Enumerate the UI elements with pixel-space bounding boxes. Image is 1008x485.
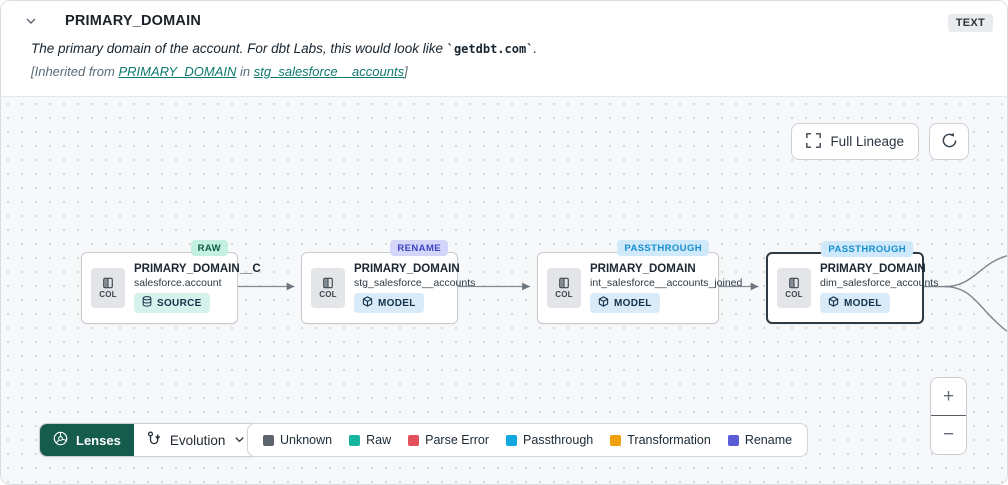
lens-aperture-icon bbox=[53, 431, 68, 449]
lineage-node-dim[interactable]: PASSTHROUGH COL PRIMARY_DOMAIN dim_sales… bbox=[766, 241, 938, 324]
node-title: PRIMARY_DOMAIN bbox=[820, 263, 926, 275]
full-lineage-button[interactable]: Full Lineage bbox=[791, 123, 919, 160]
inherited-column-link[interactable]: PRIMARY_DOMAIN bbox=[118, 64, 237, 79]
column-icon: COL bbox=[777, 268, 811, 308]
column-class-badge: PASSTHROUGH bbox=[821, 241, 913, 257]
lineage-toolbar: Full Lineage bbox=[791, 123, 969, 160]
database-icon bbox=[142, 296, 152, 310]
node-title: PRIMARY_DOMAIN bbox=[354, 263, 460, 275]
full-lineage-label: Full Lineage bbox=[830, 134, 904, 149]
column-class-badge: RENAME bbox=[390, 240, 448, 256]
node-subtitle: salesforce.account bbox=[134, 277, 222, 289]
inherited-model-link[interactable]: stg_salesforce__accounts bbox=[253, 64, 405, 79]
refresh-icon bbox=[941, 132, 958, 152]
node-subtitle: int_salesforce__accounts_joined bbox=[590, 277, 743, 289]
node-subtitle: stg_salesforce__accounts bbox=[354, 277, 476, 289]
inline-code: `getdbt.com` bbox=[446, 42, 534, 56]
legend-swatch bbox=[408, 434, 420, 446]
column-title: PRIMARY_DOMAIN bbox=[65, 13, 201, 29]
legend-item: Raw bbox=[349, 433, 391, 447]
legend-swatch bbox=[727, 434, 739, 446]
column-description: The primary domain of the account. For d… bbox=[31, 41, 538, 56]
column-icon: COL bbox=[91, 268, 125, 308]
resource-type-badge: SOURCE bbox=[134, 293, 210, 313]
model-cube-icon bbox=[828, 296, 839, 310]
legend-item: Parse Error bbox=[408, 433, 489, 447]
legend-swatch bbox=[610, 434, 622, 446]
legend-item: Unknown bbox=[263, 433, 332, 447]
lenses-control: Lenses Evolution bbox=[39, 423, 260, 457]
column-class-badge: RAW bbox=[190, 240, 228, 256]
column-icon: COL bbox=[311, 268, 345, 308]
column-icon: COL bbox=[547, 268, 581, 308]
evolution-icon bbox=[147, 431, 161, 449]
chevron-down-icon bbox=[234, 433, 245, 448]
lineage-node-intermediate[interactable]: PASSTHROUGH COL PRIMARY_DOMAIN int_sales… bbox=[537, 240, 742, 324]
legend-swatch bbox=[263, 434, 274, 446]
lineage-edges bbox=[237, 255, 1007, 332]
lenses-button[interactable]: Lenses bbox=[40, 424, 134, 456]
legend-item: Transformation bbox=[610, 433, 711, 447]
node-title: PRIMARY_DOMAIN bbox=[590, 263, 696, 275]
lineage-node-staging[interactable]: RENAME COL PRIMARY_DOMAIN stg_salesforce… bbox=[301, 240, 475, 324]
lineage-node-source[interactable]: RAW COL PRIMARY_DOMAIN__C salesforce.acc… bbox=[81, 240, 261, 324]
column-header: PRIMARY_DOMAIN TEXT The primary domain o… bbox=[1, 1, 1007, 96]
lineage-legend: Unknown Raw Parse Error Passthrough Tran… bbox=[247, 423, 809, 457]
node-subtitle: dim_salesforce_accounts bbox=[820, 277, 939, 289]
legend-item: Rename bbox=[727, 433, 792, 447]
legend-swatch bbox=[506, 434, 518, 446]
zoom-controls: + − bbox=[930, 377, 967, 455]
lens-select-evolution[interactable]: Evolution bbox=[133, 424, 259, 456]
refresh-button[interactable] bbox=[929, 123, 969, 160]
legend-item: Passthrough bbox=[506, 433, 593, 447]
inherited-note: [Inherited from PRIMARY_DOMAIN in stg_sa… bbox=[31, 64, 408, 79]
model-cube-icon bbox=[598, 296, 609, 310]
collapse-chevron-icon[interactable] bbox=[23, 13, 39, 29]
resource-type-badge: MODEL bbox=[590, 293, 660, 313]
resource-type-badge: MODEL bbox=[820, 293, 890, 313]
zoom-out-button[interactable]: − bbox=[931, 416, 966, 454]
node-title: PRIMARY_DOMAIN__C bbox=[134, 263, 261, 275]
legend-swatch bbox=[349, 434, 361, 446]
model-cube-icon bbox=[362, 296, 373, 310]
resource-type-badge: MODEL bbox=[354, 293, 424, 313]
lineage-canvas[interactable]: Full Lineage RAW COL PRIMARY_DOMAIN__C s… bbox=[1, 96, 1007, 484]
column-type-badge: TEXT bbox=[947, 14, 993, 32]
fullscreen-icon bbox=[806, 132, 822, 151]
zoom-in-button[interactable]: + bbox=[931, 378, 966, 416]
column-class-badge: PASSTHROUGH bbox=[617, 240, 709, 256]
